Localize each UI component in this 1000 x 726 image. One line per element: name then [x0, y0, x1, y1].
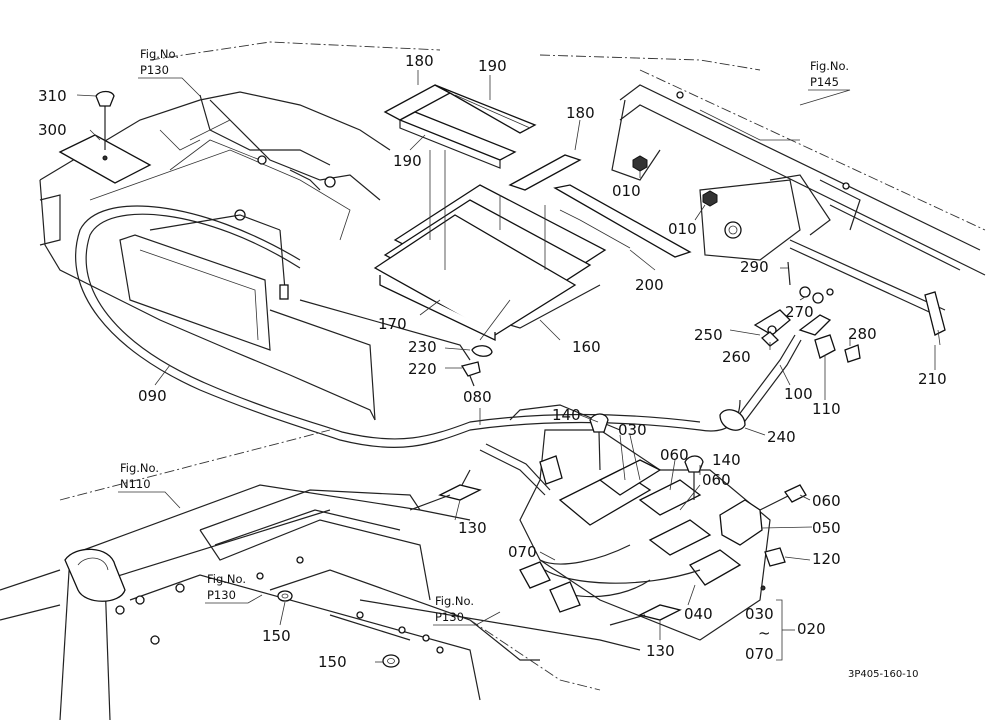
plate-300 — [58, 90, 152, 184]
callout-300: 300 — [38, 121, 67, 139]
fig-ref-label: Fig.No. — [140, 47, 179, 61]
fig-ref-number: P130 — [435, 610, 464, 624]
callout-210: 210 — [918, 370, 947, 388]
fig-ref-label: Fig.No. — [120, 461, 159, 475]
callout-190: 190 — [393, 152, 422, 170]
cushion-frame-180-190 — [383, 84, 582, 191]
callout-130: 130 — [646, 642, 675, 660]
callout-100: 100 — [784, 385, 813, 403]
lower-frame — [0, 429, 641, 721]
callout-070: 070 — [745, 645, 774, 663]
callout-180: 180 — [405, 52, 434, 70]
drawing-code: 3P405-160-10 — [848, 669, 919, 680]
strip-200 — [553, 184, 692, 258]
callout-250: 250 — [694, 326, 723, 344]
callout-150: 150 — [262, 627, 291, 645]
callout-310: 310 — [38, 87, 67, 105]
callout-010: 010 — [612, 182, 641, 200]
callout-060: 060 — [702, 471, 731, 489]
callout-200: 200 — [635, 276, 664, 294]
gas-spring-100 — [719, 239, 946, 431]
callout-050: 050 — [812, 519, 841, 537]
callout-030: 030 — [745, 605, 774, 623]
leader-lines — [76, 70, 936, 663]
callout-260: 260 — [722, 348, 751, 366]
callout-090: 090 — [138, 387, 167, 405]
callout-150: 150 — [318, 653, 347, 671]
wiring-harness-assembly — [277, 404, 807, 668]
callout-240: 240 — [767, 428, 796, 446]
callout-110: 110 — [812, 400, 841, 418]
fig-ref-number: N110 — [120, 477, 151, 491]
callout-070: 070 — [508, 543, 537, 561]
callout-130: 130 — [458, 519, 487, 537]
fig-ref-number: P130 — [207, 588, 236, 602]
main-frame-outline — [39, 41, 761, 449]
callout-140: 140 — [712, 451, 741, 469]
callout-180: 180 — [566, 104, 595, 122]
callout-220: 220 — [408, 360, 437, 378]
callout-040: 040 — [684, 605, 713, 623]
callout-120: 120 — [812, 550, 841, 568]
fig-ref-number: P130 — [140, 63, 169, 77]
callout-080: 080 — [463, 388, 492, 406]
callout-020: 020 — [797, 620, 826, 638]
callout-060: 060 — [660, 446, 689, 464]
callout-230: 230 — [408, 338, 437, 356]
callout-190: 190 — [478, 57, 507, 75]
fig-ref-label: Fig.No. — [207, 572, 246, 586]
callout-030: 030 — [618, 421, 647, 439]
fig-ref-label: Fig.No. — [435, 594, 474, 608]
fastener-220-230 — [460, 299, 511, 387]
nut-010 — [632, 155, 718, 207]
mat-160-170 — [373, 150, 607, 342]
callout-160: 160 — [572, 338, 601, 356]
fig-ref-label: Fig.No. — [810, 59, 849, 73]
callout-280: 280 — [848, 325, 877, 343]
callout-range-tilde: ~ — [758, 624, 771, 642]
callout-labels: 310 300 180 190 180 190 010 010 200 290 … — [38, 52, 947, 671]
callout-290: 290 — [740, 258, 769, 276]
callout-270: 270 — [785, 303, 814, 321]
callout-060: 060 — [812, 492, 841, 510]
fig-ref-number: P145 — [810, 75, 839, 89]
callout-010: 010 — [668, 220, 697, 238]
figure-references: Fig.No. P130 Fig.No. P145 Fig.No. N110 F… — [120, 47, 849, 624]
callout-170: 170 — [378, 315, 407, 333]
right-frame-rail — [611, 69, 986, 276]
callout-140: 140 — [552, 406, 581, 424]
